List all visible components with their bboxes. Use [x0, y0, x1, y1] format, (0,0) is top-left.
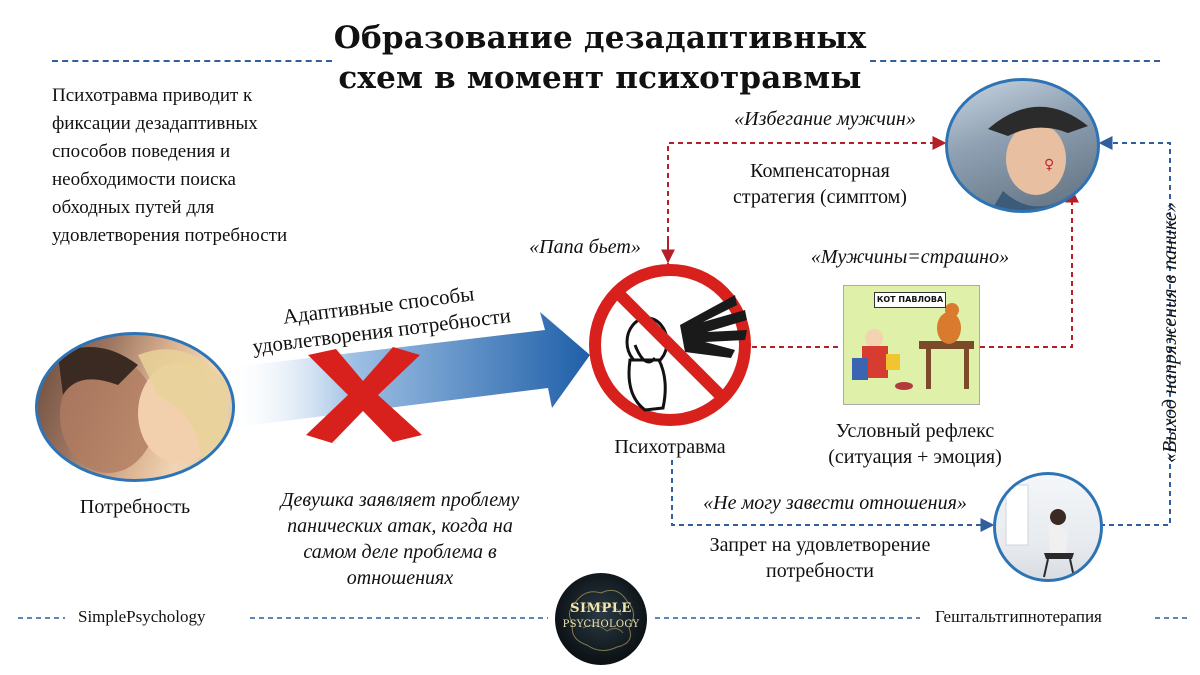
footer-left-label: SimplePsychology: [78, 607, 206, 627]
no-violence-icon: [585, 260, 755, 430]
note-line: отношениях: [240, 565, 560, 591]
father-daughter-icon: [38, 335, 235, 482]
ban-line2: потребности: [680, 558, 960, 584]
reflex-label: Условный рефлекс (ситуация + эмоция): [790, 418, 1040, 470]
note-line: Девушка заявляет проблему: [240, 487, 560, 513]
logo-line2: PSYCHOLOGY: [555, 619, 647, 630]
red-cross-icon: [298, 345, 428, 445]
trauma-quote: «Папа бьет»: [505, 234, 665, 260]
side-label: «Выход напряжения в панике»: [1157, 203, 1183, 463]
cartoon-caption: КОТ ПАВЛОВА: [874, 292, 946, 308]
footer-right-label: Гештальтгипнотерапия: [935, 607, 1102, 627]
reflex-quote: «Мужчины=страшно»: [780, 244, 1040, 270]
ban-label: Запрет на удовлетворение потребности: [680, 532, 960, 584]
ban-line1: Запрет на удовлетворение: [680, 532, 960, 558]
logo-line1: SIMPLE: [555, 601, 647, 616]
ban-quote: «Не могу завести отношения»: [670, 490, 1000, 516]
reflex-line2: (ситуация + эмоция): [790, 444, 1040, 470]
reflex-line1: Условный рефлекс: [790, 418, 1040, 444]
girl-with-hat-icon: ♀: [948, 81, 1100, 213]
need-label: Потребность: [35, 494, 235, 520]
note-line: панических атак, когда на: [240, 513, 560, 539]
compensatory-line2: стратегия (симптом): [705, 184, 935, 210]
example-note: Девушка заявляет проблему панических ата…: [240, 487, 560, 591]
trauma-label: Психотравма: [580, 434, 760, 460]
note-line: самом деле проблема в: [240, 539, 560, 565]
simple-psychology-logo: SIMPLE PSYCHOLOGY: [555, 573, 647, 665]
father-daughter-photo: [35, 332, 235, 482]
compensatory-label: Компенсаторная стратегия (симптом): [705, 158, 935, 210]
girl-with-hat-photo: ♀: [945, 78, 1100, 213]
sad-woman-photo: [993, 472, 1103, 582]
compensatory-quote: «Избегание мужчин»: [700, 106, 950, 132]
svg-text:♀: ♀: [1044, 157, 1054, 173]
compensatory-line1: Компенсаторная: [705, 158, 935, 184]
pavlov-cat-cartoon: КОТ ПАВЛОВА: [843, 285, 980, 405]
